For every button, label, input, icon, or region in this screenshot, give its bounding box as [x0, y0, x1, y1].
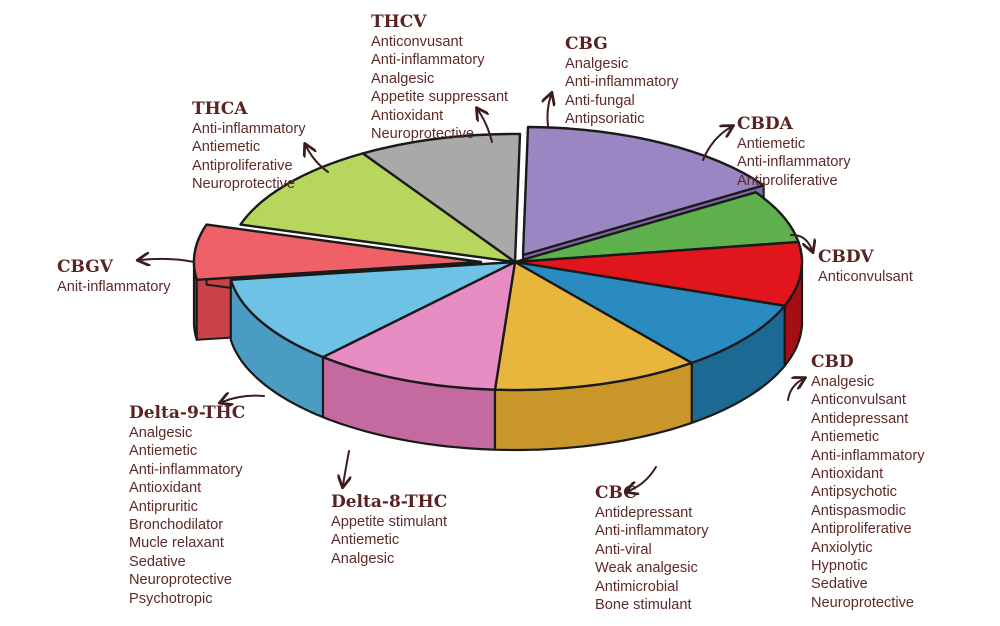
list-item: Antispasmodic — [811, 502, 906, 519]
label-delta-9-thc-title: Delta-9-THC — [129, 403, 246, 423]
list-item: Analgesic — [129, 425, 193, 441]
label-cbdv: CBDV Anticonvulsant — [818, 247, 913, 286]
list-item: Analgesic — [331, 550, 395, 567]
list-item: Antiproliferative — [737, 172, 838, 189]
pie-slice-cbc — [493, 260, 693, 392]
list-item: Appetite suppressant — [371, 89, 509, 106]
list-item: Antioxidant — [371, 107, 444, 124]
list-item: Appetite stimulant — [331, 514, 448, 530]
list-item: Antiproliferative — [192, 157, 293, 174]
list-item: Antioxidant — [129, 480, 202, 497]
list-item: Neuroprotective — [129, 572, 233, 589]
list-item: Antimicrobial — [595, 578, 679, 595]
list-item: Sedative — [811, 576, 868, 593]
list-item: Anti-fungal — [565, 92, 635, 109]
list-item: Neuroprotective — [811, 594, 915, 611]
list-item: Anti-viral — [595, 541, 652, 558]
list-item: Anticonvulsant — [811, 392, 906, 409]
list-item: Antidepressant — [811, 410, 909, 427]
label-cbgv-list: Anit-inflammatory — [57, 278, 171, 296]
label-thcv-title: THCV — [371, 12, 427, 32]
list-item: Anti-inflammatory — [192, 121, 306, 137]
list-item: Antipruritic — [129, 498, 198, 515]
pie-slice-d8 — [321, 260, 517, 391]
list-item: Antiemetic — [811, 429, 880, 446]
pie-slice-thca — [239, 152, 517, 264]
list-item: Anticonvulsant — [818, 269, 913, 285]
label-cbc-title: CBC — [595, 483, 637, 503]
list-item: Sedative — [129, 553, 186, 570]
list-item: Anti-inflammatory — [129, 461, 243, 478]
list-item: Analgesic — [811, 374, 875, 390]
list-item: Antioxidant — [811, 466, 884, 483]
list-item: Analgesic — [371, 70, 435, 87]
pie-slice-d9 — [229, 260, 517, 359]
list-item: Antiemetic — [129, 443, 198, 460]
list-item: Anti-inflammatory — [595, 523, 709, 540]
label-cbgv-title: CBGV — [57, 257, 113, 277]
pie-slice-cbd — [513, 260, 786, 365]
list-item: Analgesic — [565, 56, 629, 72]
list-item: Antiemetic — [192, 139, 261, 156]
list-item: Bronchodilator — [129, 517, 224, 534]
label-delta-8-thc-title: Delta-8-THC — [331, 492, 448, 512]
list-item: Weak analgesic — [595, 560, 698, 577]
list-item: Antipsychotic — [811, 484, 897, 501]
list-item: Antipsoriatic — [565, 111, 645, 128]
label-thca-title: THCA — [192, 99, 248, 119]
pie-slice-cbgv — [192, 223, 483, 281]
list-item: Anxiolytic — [811, 539, 873, 556]
list-item: Anti-inflammatory — [737, 154, 851, 171]
list-item: Bone stimulant — [595, 597, 692, 614]
list-item: Anti-inflammatory — [565, 74, 679, 91]
label-cbg-title: CBG — [565, 34, 608, 54]
label-cbdv-list: Anticonvulsant — [818, 268, 913, 286]
label-cbda-title: CBDA — [737, 114, 793, 134]
list-item: Hypnotic — [811, 558, 868, 575]
label-cbd-title: CBD — [811, 352, 854, 372]
label-cbdv-title: CBDV — [818, 247, 874, 267]
list-item: Psychotropic — [129, 590, 213, 607]
list-item: Antiemetic — [331, 532, 400, 549]
list-item: Anti-inflammatory — [811, 447, 925, 464]
list-item: Mucle relaxant — [129, 535, 224, 552]
list-item: Anticonvusant — [371, 34, 463, 50]
list-item: Neuroprotective — [192, 176, 296, 193]
pie-slice-thcv — [361, 132, 522, 264]
list-item: Antidepressant — [595, 505, 693, 521]
label-cbgv: CBGV Anit-inflammatory — [57, 257, 171, 296]
list-item: Anit-inflammatory — [57, 279, 171, 295]
list-item: Antiemetic — [737, 136, 806, 152]
list-item: Antiproliferative — [811, 521, 912, 538]
list-item: Neuroprotective — [371, 126, 475, 143]
list-item: Anti-inflammatory — [371, 52, 485, 69]
